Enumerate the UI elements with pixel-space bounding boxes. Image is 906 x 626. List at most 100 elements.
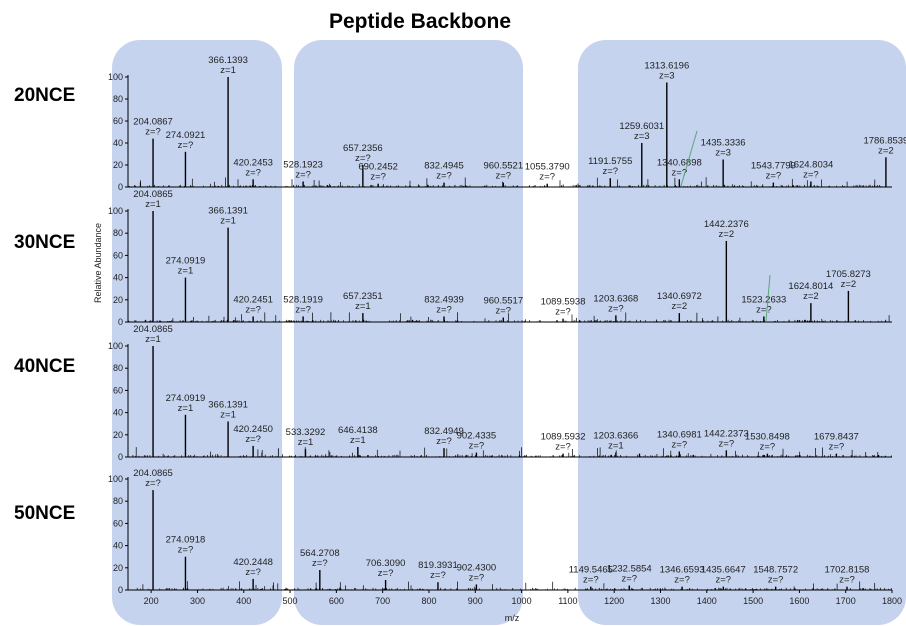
peak-charge-label: z=2 — [803, 291, 819, 302]
peak-mz-label: 366.1391 — [208, 206, 248, 217]
peak-mz-label: 274.0919 — [166, 256, 206, 267]
peak-mz-label: 204.0865 — [133, 189, 173, 200]
peak-charge-label: z=? — [768, 575, 784, 586]
peak-mz-label: 420.2448 — [233, 557, 273, 568]
peak-charge-label: z=? — [839, 575, 855, 586]
peak-mz-label: 960.5521 — [483, 161, 523, 172]
peak-mz-label: 1435.6647 — [701, 565, 746, 576]
panel-label-50nce: 50NCE — [14, 503, 76, 524]
x-tick-label: 800 — [421, 596, 436, 606]
peak-mz-label: 1442.2373 — [704, 428, 749, 439]
peak-mz-label: 832.4939 — [424, 294, 464, 305]
peak-mz-label: 366.1391 — [208, 399, 248, 410]
peak-mz-label: 420.2450 — [233, 424, 273, 435]
peak-mz-label: 420.2451 — [233, 294, 273, 305]
y-axis-label: Relative Abundance — [93, 223, 103, 303]
peak-charge-label: z=? — [436, 304, 452, 315]
peak-mz-label: 1089.5938 — [541, 297, 586, 308]
peak-charge-label: z=? — [583, 575, 599, 586]
label-leader-line — [765, 274, 771, 322]
y-tick-label: 60 — [113, 518, 123, 528]
peak-charge-label: z=1 — [145, 334, 161, 345]
y-tick-label: 0 — [118, 317, 123, 327]
peak-charge-label: z=? — [829, 442, 845, 453]
peak-charge-label: z=1 — [145, 199, 161, 210]
x-tick-label: 700 — [375, 596, 390, 606]
peak-mz-label: 1523.2633 — [741, 294, 786, 305]
peak-charge-label: z=? — [378, 568, 394, 579]
y-tick-label: 20 — [113, 295, 123, 305]
peak-charge-label: z=? — [178, 140, 194, 151]
peak-mz-label: 274.0919 — [166, 393, 206, 404]
y-tick-label: 0 — [118, 182, 123, 192]
peak-mz-label: 819.3931 — [418, 560, 458, 571]
x-tick-label: 1200 — [604, 596, 624, 606]
peak-charge-label: z=2 — [841, 279, 857, 290]
peak-charge-label: z=? — [719, 438, 735, 449]
chart-title: Peptide Backbone — [328, 10, 512, 33]
peak-charge-label: z=? — [436, 436, 452, 447]
peak-mz-label: 366.1393 — [208, 55, 248, 66]
spectrum-panel-30nce: 020406080100204.0865z=1274.0919z=1366.13… — [108, 189, 892, 327]
peak-charge-label: z=2 — [719, 229, 735, 240]
y-tick-label: 0 — [118, 585, 123, 595]
highlight-region-peptide-backbone — [294, 40, 523, 625]
highlight-region-low-mass — [112, 40, 282, 625]
x-axis-label: m/z — [505, 613, 520, 623]
peak-mz-label: 657.2351 — [343, 291, 383, 302]
peak-charge-label: z=2 — [878, 145, 894, 156]
x-tick-label: 500 — [283, 596, 298, 606]
peak-charge-label: z=? — [672, 439, 688, 450]
peak-charge-label: z=? — [436, 171, 452, 182]
peak-charge-label: z=1 — [355, 301, 371, 312]
peak-mz-label: 1203.6366 — [593, 431, 638, 442]
x-tick-label: 400 — [236, 596, 251, 606]
peak-mz-label: 1191.5755 — [588, 156, 632, 167]
peak-charge-label: z=? — [430, 570, 446, 581]
y-tick-label: 40 — [113, 541, 123, 551]
peak-mz-label: 1624.8014 — [788, 281, 833, 292]
peak-mz-label: 528.1923 — [283, 160, 323, 171]
peak-charge-label: z=1 — [220, 65, 236, 76]
y-tick-label: 40 — [113, 408, 123, 418]
x-tick-label: 1000 — [512, 596, 532, 606]
peak-charge-label: z=3 — [715, 148, 731, 159]
peak-charge-label: z=2 — [672, 301, 688, 312]
peak-mz-label: 1705.8273 — [826, 269, 871, 280]
y-tick-label: 20 — [113, 430, 123, 440]
peak-charge-label: z=? — [766, 171, 782, 182]
peak-mz-label: 832.4945 — [424, 161, 464, 172]
y-tick-label: 80 — [113, 496, 123, 506]
peak-charge-label: z=3 — [634, 131, 650, 142]
peak-charge-label: z=? — [145, 478, 161, 489]
peak-mz-label: 528.1919 — [283, 294, 323, 305]
peak-charge-label: z=? — [295, 304, 311, 315]
highlight-region-high-mass — [578, 40, 906, 625]
panel-label-40nce: 40NCE — [14, 356, 76, 377]
peak-mz-label: 533.3292 — [286, 427, 326, 438]
peak-mz-label: 1786.8539 — [863, 135, 906, 146]
y-tick-label: 20 — [113, 160, 123, 170]
peak-charge-label: z=? — [370, 172, 386, 183]
y-tick-label: 100 — [108, 474, 123, 484]
peak-mz-label: 564.2708 — [300, 548, 340, 559]
x-tick-label: 1400 — [697, 596, 717, 606]
peak-charge-label: z=1 — [220, 216, 236, 227]
y-tick-label: 40 — [113, 273, 123, 283]
y-tick-label: 80 — [113, 228, 123, 238]
peak-mz-label: 420.2453 — [233, 157, 273, 168]
peak-mz-label: 1340.6898 — [657, 157, 702, 168]
peak-charge-label: z=? — [245, 567, 261, 578]
peak-mz-label: 1340.6981 — [657, 429, 702, 440]
peak-mz-label: 1313.6196 — [644, 61, 689, 72]
panel-label-20nce: 20NCE — [14, 85, 76, 106]
peak-charge-label: z=? — [716, 575, 732, 586]
peak-charge-label: z=? — [621, 574, 637, 585]
peak-charge-label: z=? — [469, 441, 485, 452]
peak-charge-label: z=? — [145, 127, 161, 138]
peak-mz-label: 1055.3790 — [525, 162, 570, 173]
peak-charge-label: z=? — [469, 572, 485, 583]
peak-mz-label: 1435.3336 — [701, 138, 746, 149]
y-tick-label: 0 — [118, 452, 123, 462]
y-tick-label: 80 — [113, 94, 123, 104]
